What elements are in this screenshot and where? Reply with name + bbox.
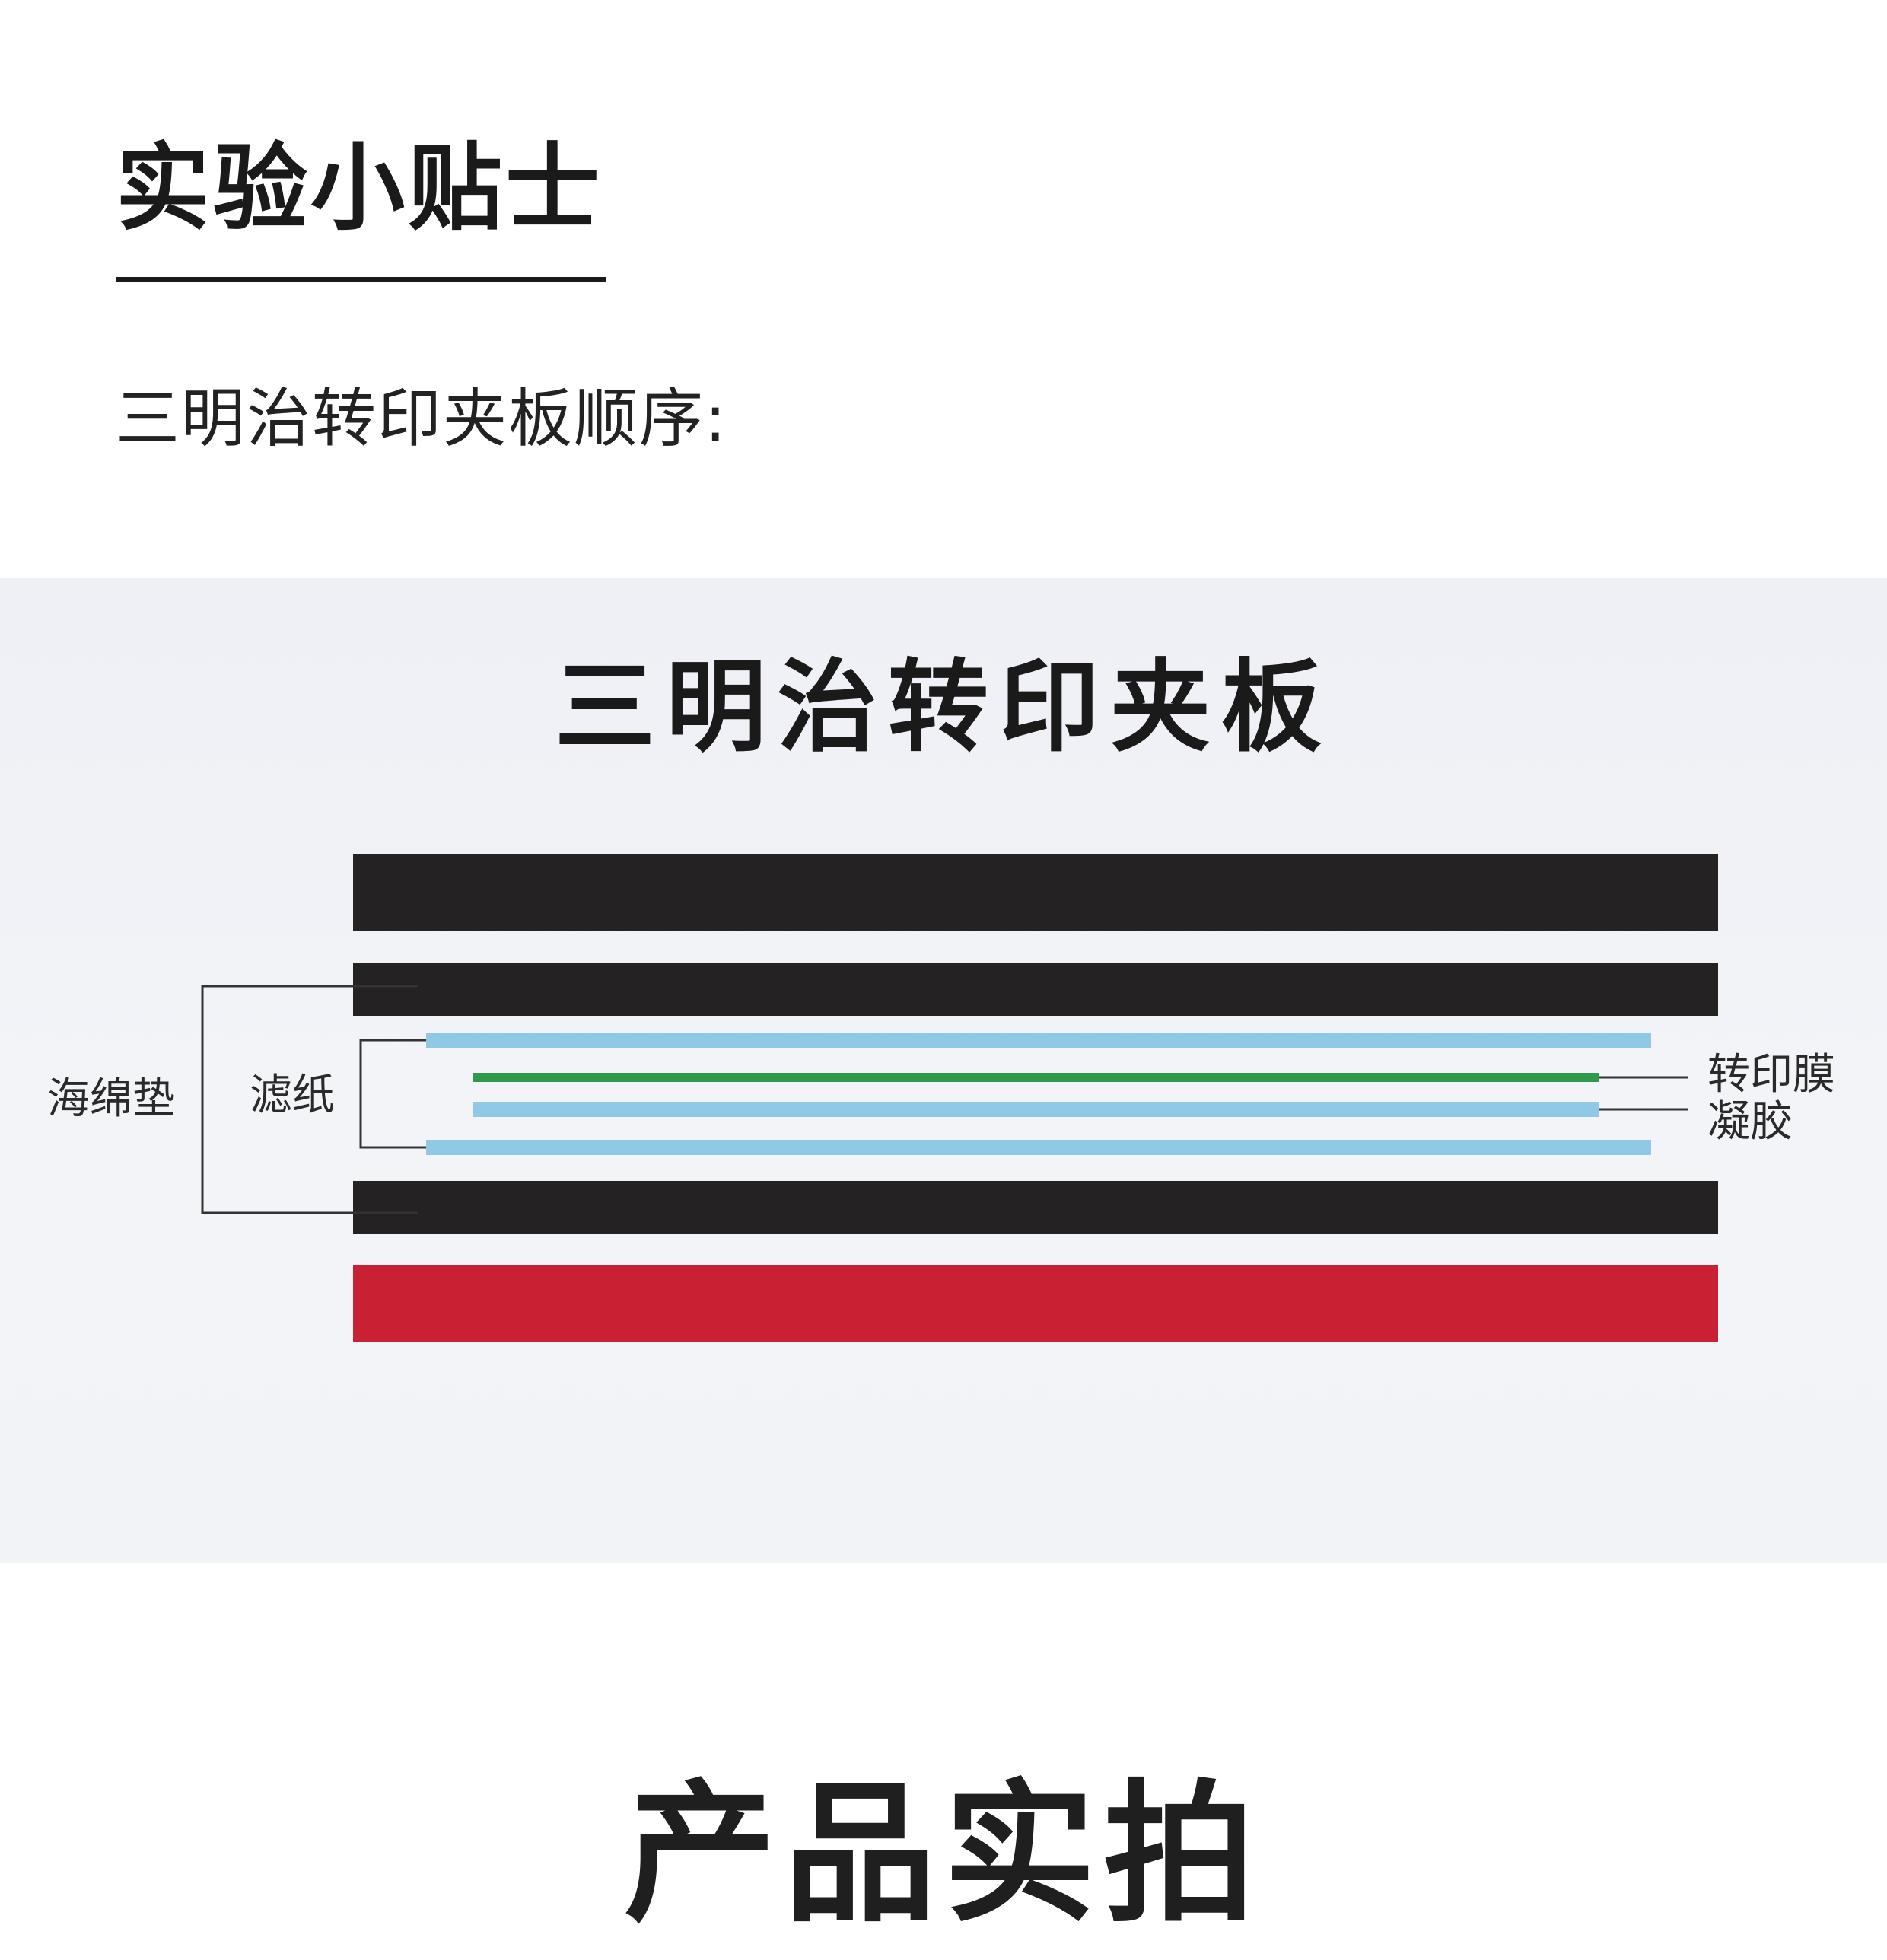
sponge-pad-bottom-layer bbox=[353, 1181, 1718, 1234]
sponge-pad-top-layer bbox=[353, 963, 1718, 1016]
heading-underline bbox=[116, 277, 606, 282]
label-connectors bbox=[201, 985, 1688, 1214]
sponge-pad-label: 海绵垫 bbox=[47, 1074, 175, 1124]
filter-bracket bbox=[359, 1039, 426, 1149]
transfer-membrane-label: 转印膜 bbox=[1707, 1050, 1835, 1099]
red-plate-layer bbox=[353, 1265, 1718, 1342]
product-photos-heading: 产品实拍 bbox=[623, 1766, 1263, 1943]
diagram-title: 三明治转印夹板 bbox=[555, 649, 1332, 766]
gel-layer bbox=[473, 1102, 1599, 1117]
gel-label: 凝胶 bbox=[1707, 1097, 1793, 1147]
filter-paper-bottom-layer bbox=[426, 1140, 1651, 1155]
tips-heading: 实验小贴士 bbox=[116, 134, 603, 243]
filter-paper-top-layer bbox=[426, 1032, 1651, 1048]
black-plate-layer bbox=[353, 854, 1718, 931]
filter-paper-label: 滤纸 bbox=[250, 1071, 335, 1120]
transfer-sandwich-diagram: 三明治转印夹板 海绵垫 滤纸 转印膜 凝胶 bbox=[0, 578, 1887, 1563]
transfer-membrane-layer bbox=[473, 1073, 1599, 1082]
sandwich-order-caption: 三明治转印夹板顺序: bbox=[116, 381, 728, 456]
sponge-bracket bbox=[201, 985, 418, 1214]
